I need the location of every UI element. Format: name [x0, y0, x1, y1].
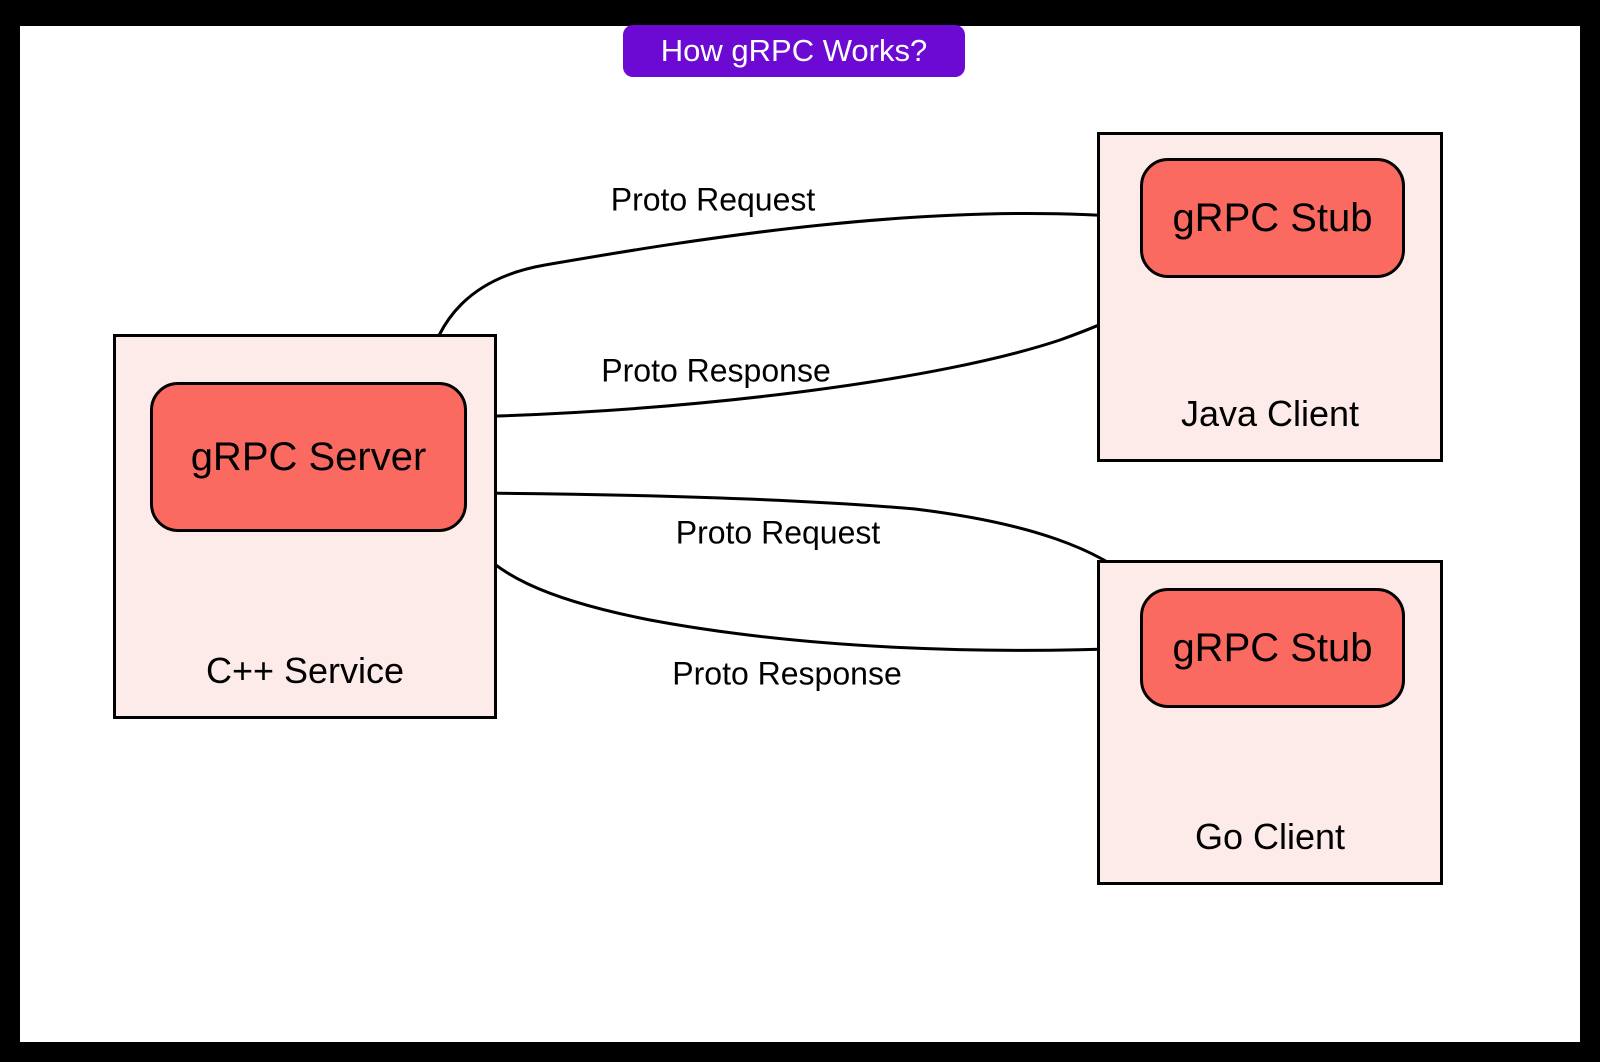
group-cpp-service-label: C++ Service	[205, 649, 405, 691]
edge-proto-request-go	[466, 481, 1141, 587]
edge-label-proto-request-java: Proto Request	[610, 181, 816, 218]
edge-label-proto-request-go: Proto Request	[675, 514, 881, 551]
node-grpc-stub-java: gRPC Stub	[1140, 158, 1405, 278]
node-grpc-server: gRPC Server	[150, 382, 467, 532]
group-java-client-label: Java Client	[1180, 392, 1360, 434]
edge-label-proto-response-java: Proto Response	[601, 352, 831, 389]
edge-proto-response-go	[460, 527, 1141, 661]
diagram-title: How gRPC Works?	[623, 25, 965, 77]
node-grpc-stub-go: gRPC Stub	[1140, 588, 1405, 708]
edge-proto-request-java	[418, 212, 1141, 378]
group-go-client-label: Go Client	[1194, 815, 1346, 857]
edge-label-proto-response-go: Proto Response	[672, 655, 902, 692]
